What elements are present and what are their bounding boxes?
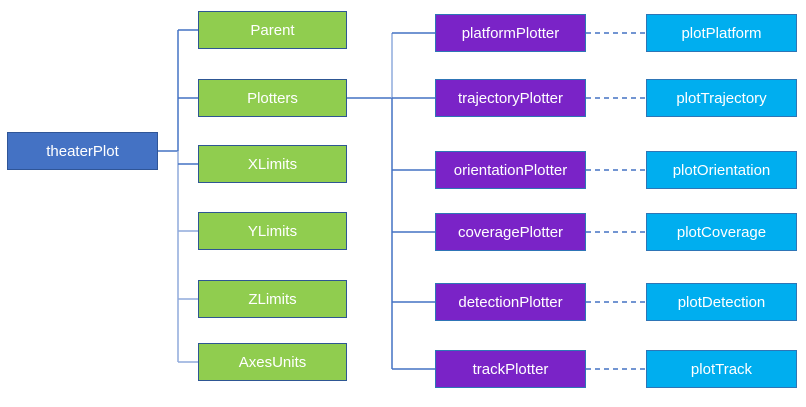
node-trajectoryplotter: trajectoryPlotter — [435, 79, 586, 117]
node-detectionplotter: detectionPlotter — [435, 283, 586, 321]
node-ylimits: YLimits — [198, 212, 347, 250]
node-orientationplotter: orientationPlotter — [435, 151, 586, 189]
node-coverageplotter: coveragePlotter — [435, 213, 586, 251]
node-trackplotter: trackPlotter — [435, 350, 586, 388]
root-to-properties-connectors — [158, 29, 198, 363]
node-theaterplot: theaterPlot — [7, 132, 158, 170]
node-axesunits: AxesUnits — [198, 343, 347, 381]
plotter-to-function-dashed-connectors — [586, 32, 646, 370]
node-plotorientation: plotOrientation — [646, 151, 797, 189]
node-plottrack: plotTrack — [646, 350, 797, 388]
node-platformplotter: platformPlotter — [435, 14, 586, 52]
node-plotdetection: plotDetection — [646, 283, 797, 321]
node-plotters: Plotters — [198, 79, 347, 117]
node-xlimits: XLimits — [198, 145, 347, 183]
node-plotcoverage: plotCoverage — [646, 213, 797, 251]
node-zlimits: ZLimits — [198, 280, 347, 318]
node-parent: Parent — [198, 11, 347, 49]
plotters-to-plotter-connectors — [347, 32, 435, 370]
node-plottrajectory: plotTrajectory — [646, 79, 797, 117]
node-plotplatform: plotPlatform — [646, 14, 797, 52]
